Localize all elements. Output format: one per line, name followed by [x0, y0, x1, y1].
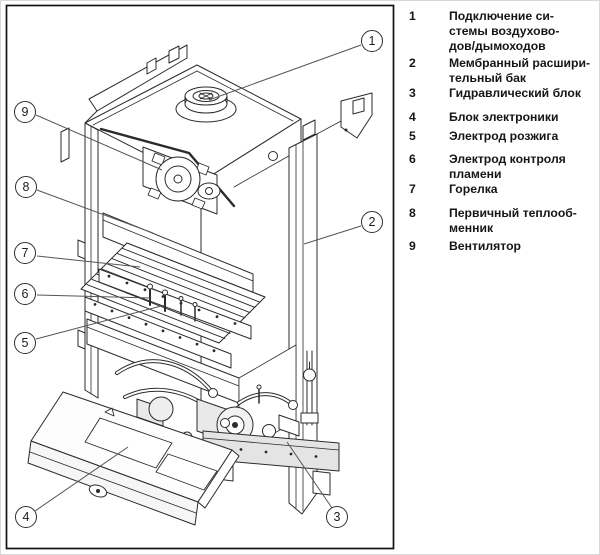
electronics-box	[27, 391, 240, 526]
legend-item-label: Подключение си- стемы воздухово- дов/дым…	[449, 9, 560, 53]
callout-9: 9	[14, 101, 36, 123]
callout-6: 6	[14, 283, 36, 305]
legend-item-number: 8	[409, 206, 416, 220]
flue-connection	[175, 86, 237, 123]
legend: 1 Подключение си- стемы воздухово- дов/д…	[409, 9, 595, 254]
leader-4	[34, 446, 129, 512]
legend-item-4: 4 Блок электроники	[409, 110, 595, 125]
callout-2: 2	[361, 211, 383, 233]
legend-item-label: Гидравлический блок	[449, 86, 581, 100]
legend-item-9: 9 Вентилятор	[409, 239, 595, 254]
legend-item-label: Горелка	[449, 182, 498, 196]
leader-3	[286, 441, 333, 509]
leader-8	[36, 189, 154, 234]
legend-item-label: Блок электроники	[449, 110, 559, 124]
legend-item-label: Электрод контроля пламени	[449, 152, 566, 181]
legend-item-6: 6 Электрод контроля пламени	[409, 152, 595, 182]
legend-item-8: 8 Первичный теплооб- менник	[409, 206, 595, 236]
legend-item-number: 2	[409, 56, 416, 70]
callout-8: 8	[15, 176, 37, 198]
top-back-rail	[60, 44, 188, 163]
mounting-bracket	[316, 92, 373, 139]
leader-lines	[34, 44, 362, 512]
leader-5	[35, 304, 166, 340]
legend-item-label: Мембранный расшири- тельный бак	[449, 56, 591, 85]
legend-item-number: 6	[409, 152, 416, 166]
legend-item-number: 3	[409, 86, 416, 100]
legend-item-number: 1	[409, 9, 416, 23]
legend-item-number: 5	[409, 129, 416, 143]
callout-4: 4	[15, 506, 37, 528]
flame-electrode	[147, 283, 153, 306]
legend-item-number: 7	[409, 182, 416, 196]
ignition-electrode	[162, 289, 198, 322]
legend-item-label: Первичный теплооб- менник	[449, 206, 577, 235]
leader-6	[36, 294, 152, 299]
legend-item-5: 5 Электрод розжига	[409, 129, 595, 144]
fan	[142, 146, 221, 215]
legend-item-7: 7 Горелка	[409, 182, 595, 197]
leader-7	[36, 255, 141, 268]
callout-3: 3	[326, 506, 348, 528]
callout-1: 1	[361, 30, 383, 52]
warning-triangle-icon	[104, 407, 115, 417]
callout-7: 7	[14, 242, 36, 264]
leader-2	[303, 225, 362, 245]
legend-item-label: Вентилятор	[449, 239, 521, 253]
legend-item-number: 9	[409, 239, 416, 253]
callout-5: 5	[14, 332, 36, 354]
leader-1	[208, 44, 362, 101]
legend-item-label: Электрод розжига	[449, 129, 559, 143]
legend-item-2: 2 Мембранный расшири- тельный бак	[409, 56, 595, 86]
legend-item-3: 3 Гидравлический блок	[409, 86, 595, 101]
leader-9	[35, 114, 163, 171]
boiler-line-art	[27, 44, 373, 526]
legend-item-1: 1 Подключение си- стемы воздухово- дов/д…	[409, 9, 595, 54]
legend-item-number: 4	[409, 110, 416, 124]
